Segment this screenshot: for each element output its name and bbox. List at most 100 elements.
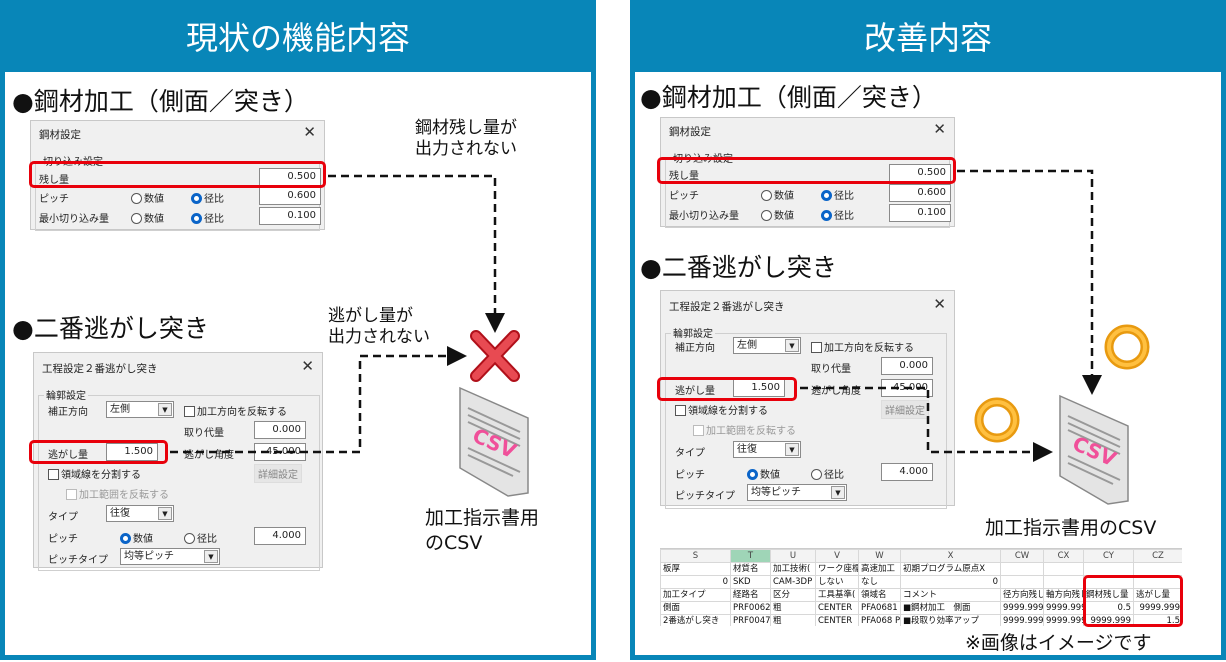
split-checkbox[interactable]: 領域線を分割する [48, 466, 141, 481]
table-row: 加工タイプ経路名区分工具基準(領域名コメント径方向残し軸方向残し鋼材残し量逃がし… [660, 588, 1182, 602]
close-icon[interactable]: ✕ [933, 295, 946, 313]
column-header[interactable]: CX [1043, 549, 1084, 563]
radio-numeric[interactable]: 数値 [761, 187, 794, 202]
radio-ratio[interactable]: 径比 [191, 190, 224, 205]
stock-label: 取り代量 [811, 364, 851, 375]
column-header[interactable]: U [770, 549, 816, 563]
column-header[interactable]: CY [1083, 549, 1134, 563]
group-label: 輪郭設定 [671, 325, 715, 340]
pitch-type-label: ピッチタイプ [675, 491, 735, 502]
highlight-csv-columns [1083, 575, 1183, 627]
remaining-label: 残し量 [39, 175, 69, 186]
radio-ratio[interactable]: 径比 [191, 210, 224, 225]
note-relief-missing: 逃がし量が 出力されない [328, 306, 430, 347]
type-select[interactable]: 往復▼ [733, 441, 801, 458]
direction-label: 補正方向 [48, 407, 88, 418]
radio-ratio[interactable]: 径比 [821, 187, 854, 202]
column-header[interactable]: S [660, 549, 731, 563]
range-reverse-checkbox[interactable]: 加工範囲を反転する [693, 422, 796, 437]
reverse-checkbox[interactable]: 加工方向を反転する [811, 339, 914, 354]
section-steel: ●鋼材加工（側面／突き） [12, 87, 309, 116]
csv-label: 加工指示書用のCSV [985, 517, 1157, 539]
csv-file-icon: CSV [1059, 394, 1129, 505]
pitch-type-select[interactable]: 均等ピッチ▼ [120, 548, 220, 565]
pitch-label: ピッチ [39, 194, 69, 205]
min-cut-input[interactable]: 0.100 [259, 207, 321, 225]
range-reverse-checkbox[interactable]: 加工範囲を反転する [66, 486, 169, 501]
relief-label: 逃がし量 [675, 386, 715, 397]
type-label: タイプ [675, 448, 705, 459]
highlight-relief [29, 440, 168, 464]
radio-numeric[interactable]: 数値 [131, 190, 164, 205]
chevron-down-icon: ▼ [785, 443, 799, 456]
pitch-input[interactable]: 4.000 [881, 463, 933, 481]
direction-select[interactable]: 左側▼ [106, 401, 174, 418]
radio-numeric[interactable]: 数値 [761, 207, 794, 222]
chevron-down-icon: ▼ [831, 486, 845, 499]
pitch-input[interactable]: 4.000 [254, 527, 306, 545]
type-select[interactable]: 往復▼ [106, 505, 174, 522]
detail-settings-button[interactable]: 詳細設定 [254, 464, 302, 483]
chevron-down-icon: ▼ [204, 550, 218, 563]
group-box [38, 395, 320, 571]
close-icon[interactable]: ✕ [933, 120, 946, 138]
stock-input[interactable]: 0.000 [881, 357, 933, 375]
connector-line [957, 169, 1102, 395]
radio-numeric[interactable]: 数値 [747, 466, 780, 481]
type-label: タイプ [48, 512, 78, 523]
split-checkbox[interactable]: 領域線を分割する [675, 402, 768, 417]
section-steel: ●鋼材加工（側面／突き） [640, 83, 937, 112]
highlight-remaining [29, 161, 326, 188]
panel-title: 改善内容 [630, 0, 1226, 72]
pitch-type-label: ピッチタイプ [48, 555, 108, 566]
min-cut-input[interactable]: 0.100 [889, 204, 951, 222]
radio-ratio[interactable]: 径比 [184, 530, 217, 545]
close-icon[interactable]: ✕ [303, 123, 316, 141]
relief-input[interactable]: 1.500 [106, 443, 158, 461]
stock-input[interactable]: 0.000 [254, 421, 306, 439]
column-header[interactable]: T [730, 549, 771, 563]
group-box [665, 333, 947, 509]
remaining-label: 残し量 [669, 171, 699, 182]
connector-line [170, 346, 467, 454]
min-cut-label: 最小切り込み量 [39, 214, 109, 225]
chevron-down-icon: ▼ [785, 339, 799, 352]
pitch-label: ピッチ [669, 191, 699, 202]
panel-title: 現状の機能内容 [0, 0, 596, 72]
csv-label: 加工指示書用 のCSV [425, 507, 540, 554]
pitch-type-select[interactable]: 均等ピッチ▼ [747, 484, 847, 501]
direction-select[interactable]: 左側▼ [733, 337, 801, 354]
chevron-down-icon: ▼ [158, 403, 172, 416]
radio-numeric[interactable]: 数値 [120, 530, 153, 545]
csv-file-icon: CSV [459, 386, 529, 497]
section-relief: ●二番逃がし突き [12, 314, 209, 343]
disclaimer: ※画像はイメージです [965, 632, 1152, 654]
reverse-checkbox[interactable]: 加工方向を反転する [184, 403, 287, 418]
pitch-label: ピッチ [675, 470, 705, 481]
detail-settings-button[interactable]: 詳細設定 [881, 400, 929, 419]
close-icon[interactable]: ✕ [301, 357, 314, 375]
dialog-title: 鋼材設定 [669, 126, 711, 138]
radio-numeric[interactable]: 数値 [131, 210, 164, 225]
highlight-remaining [657, 157, 956, 184]
angle-label: 逃がし角度 [811, 386, 861, 397]
section-relief: ●二番逃がし突き [640, 253, 837, 282]
dialog-title: 工程設定２番逃がし突き [669, 301, 785, 313]
steel-settings-dialog: 鋼材設定 ✕ 切り込み設定 残し量 0.500 ピッチ 数値 径比 0.600 … [30, 120, 325, 231]
steel-settings-dialog: 鋼材設定 ✕ 切り込み設定 残し量 0.500 ピッチ 数値 径比 0.600 … [660, 117, 955, 228]
radio-ratio[interactable]: 径比 [821, 207, 854, 222]
highlight-relief [657, 377, 797, 401]
pitch-label: ピッチ [48, 534, 78, 545]
connector-line [800, 386, 1053, 462]
orange-circle-icon [974, 397, 1020, 443]
relief-settings-dialog: 工程設定２番逃がし突き ✕ 輪郭設定 補正方向 左側▼ 加工方向を反転する 取り… [33, 352, 323, 571]
pitch-input[interactable]: 0.600 [889, 184, 951, 202]
min-cut-label: 最小切り込み量 [669, 211, 739, 222]
relief-label: 逃がし量 [48, 450, 88, 461]
orange-circle-icon [1104, 324, 1150, 370]
column-header[interactable]: CZ [1133, 549, 1182, 563]
red-x-icon [470, 330, 520, 382]
radio-ratio[interactable]: 径比 [811, 466, 844, 481]
